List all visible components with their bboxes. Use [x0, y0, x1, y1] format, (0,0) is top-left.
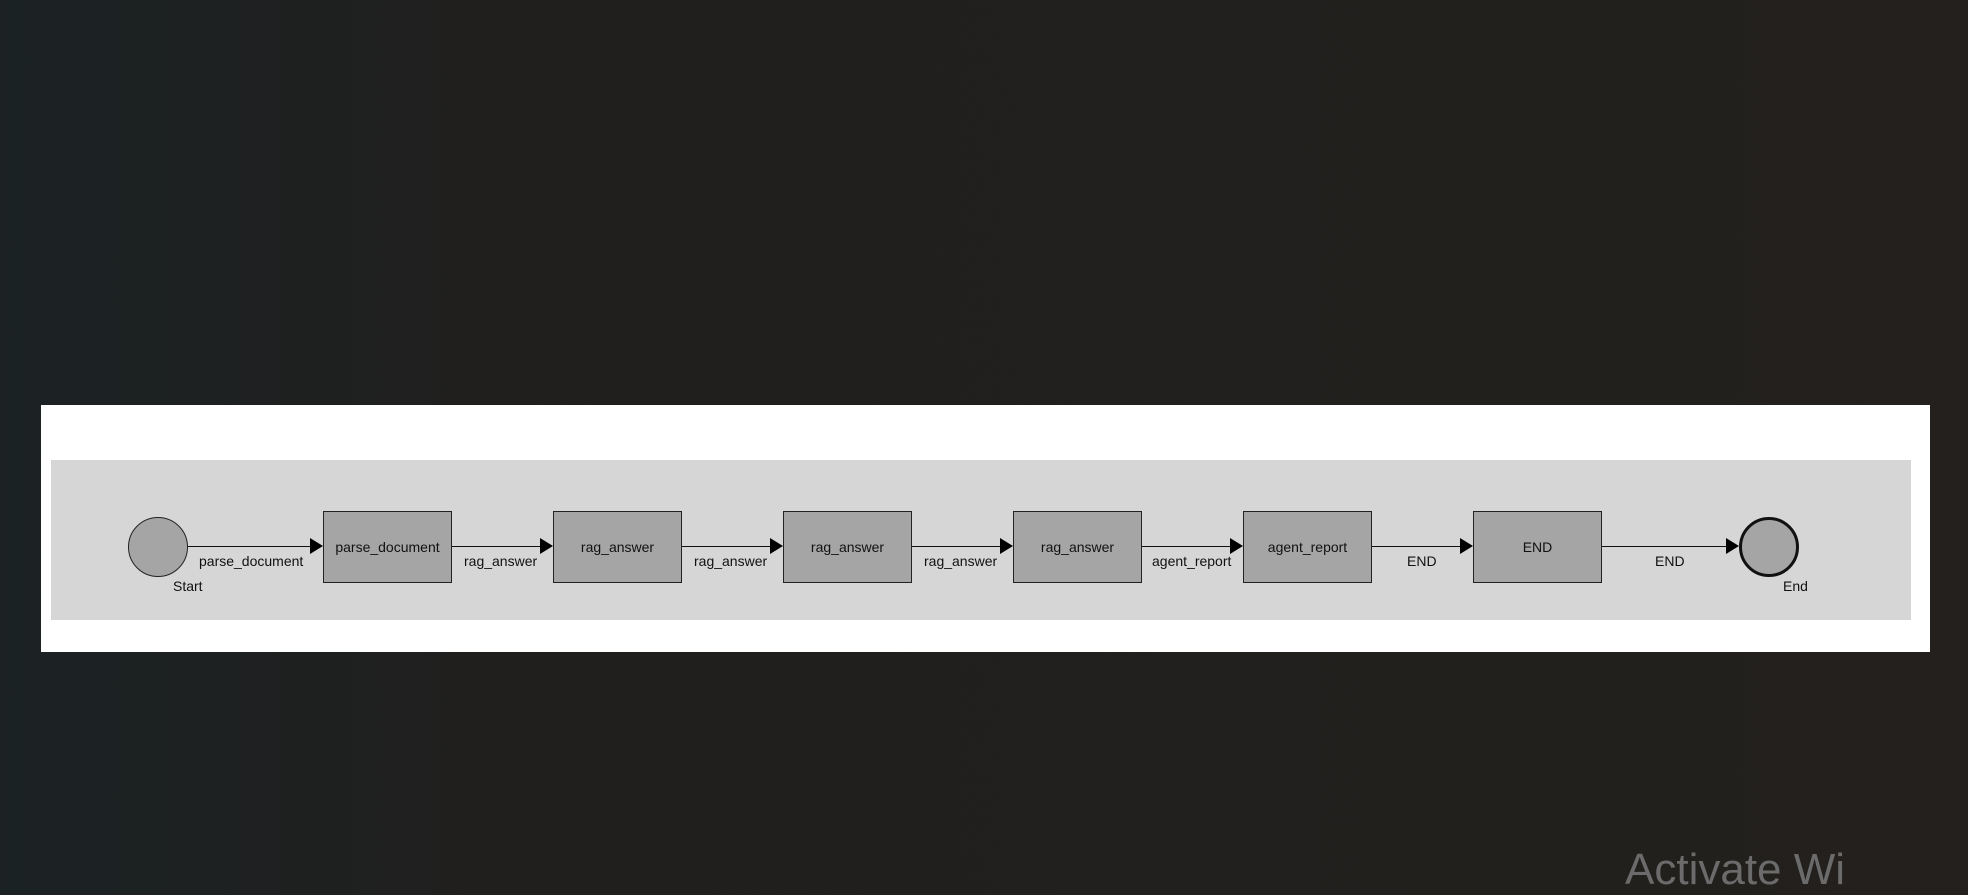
arrow-head-icon — [1460, 538, 1473, 554]
node-agent-report[interactable]: agent_report — [1243, 511, 1372, 583]
edge-line — [1372, 546, 1460, 547]
edge-label: END — [1407, 553, 1437, 569]
edge-line — [912, 546, 1000, 547]
node-rag-answer-1[interactable]: rag_answer — [553, 511, 682, 583]
arrow-head-icon — [1000, 538, 1013, 554]
start-label: Start — [173, 578, 203, 594]
end-event[interactable] — [1739, 517, 1799, 577]
edge-label: END — [1655, 553, 1685, 569]
edge-line — [1602, 546, 1726, 547]
edge-line — [452, 546, 540, 547]
end-label: End — [1783, 578, 1808, 594]
edge-label: rag_answer — [464, 553, 538, 569]
activation-watermark: Activate Wi — [1625, 845, 1846, 894]
arrow-head-icon — [1230, 538, 1243, 554]
node-rag-answer-2[interactable]: rag_answer — [783, 511, 912, 583]
node-end-task[interactable]: END — [1473, 511, 1602, 583]
arrow-head-icon — [540, 538, 553, 554]
edge-line — [1142, 546, 1230, 547]
arrow-head-icon — [1726, 538, 1739, 554]
edge-line — [682, 546, 770, 547]
edge-label: rag_answer — [924, 553, 998, 569]
node-parse-document[interactable]: parse_document — [323, 511, 452, 583]
edge-line — [188, 546, 310, 547]
arrow-head-icon — [310, 538, 323, 554]
edge-label: agent_report — [1152, 553, 1232, 569]
arrow-head-icon — [770, 538, 783, 554]
edge-label: rag_answer — [694, 553, 768, 569]
start-event[interactable] — [128, 517, 188, 577]
node-rag-answer-3[interactable]: rag_answer — [1013, 511, 1142, 583]
edge-label: parse_document — [199, 553, 304, 569]
